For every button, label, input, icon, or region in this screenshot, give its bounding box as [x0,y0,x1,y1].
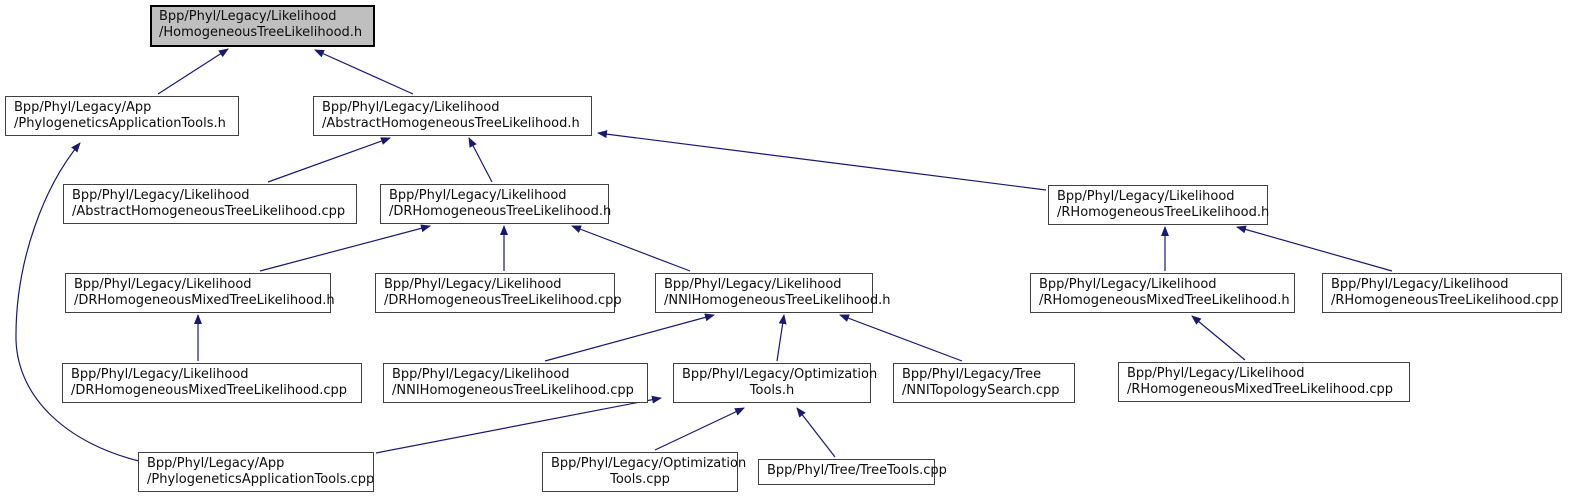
node-label-line1: Bpp/Phyl/Legacy/Likelihood [1331,277,1509,292]
node-label-line2: /PhylogeneticsApplicationTools.cpp [147,472,375,487]
node-label-line2: Tools.h [749,383,795,398]
node-r-homogeneous-mixed-tree-likelihood-cpp[interactable]: Bpp/Phyl/Legacy/Likelihood/RHomogeneousM… [1118,362,1410,402]
node-nni-topology-search-cpp[interactable]: Bpp/Phyl/Legacy/Tree/NNITopologySearch.c… [893,363,1075,403]
node-r-homogeneous-tree-likelihood-cpp[interactable]: Bpp/Phyl/Legacy/Likelihood/RHomogeneousT… [1322,273,1562,313]
node-phylogenetics-application-tools-cpp[interactable]: Bpp/Phyl/Legacy/App/PhylogeneticsApplica… [138,452,374,492]
node-phylogenetics-application-tools-h[interactable]: Bpp/Phyl/Legacy/App/PhylogeneticsApplica… [5,96,239,136]
node-label-line1: Bpp/Phyl/Legacy/Optimization [551,456,747,471]
node-label-line2: /DRHomogeneousTreeLikelihood.h [389,204,612,219]
node-label-line2: /NNIHomogeneousTreeLikelihood.cpp [392,383,634,398]
node-label-line1: Bpp/Phyl/Legacy/App [147,456,285,471]
node-label-line2: /RHomogeneousTreeLikelihood.cpp [1331,293,1559,308]
node-label-line2: /NNIHomogeneousTreeLikelihood.h [664,293,891,308]
node-dr-homogeneous-mixed-tree-likelihood-h[interactable]: Bpp/Phyl/Legacy/Likelihood/DRHomogeneous… [65,273,335,313]
node-label-line1: Bpp/Phyl/Legacy/Likelihood [71,367,249,382]
node-label-line1: Bpp/Phyl/Legacy/Likelihood [159,9,337,24]
edge-arrow-phylogenetics-application-tools-h-to-homogeneous-tree-likelihood-h [157,48,229,95]
edge-arrow-optimization-tools-cpp-to-optimization-tools-h [654,407,745,451]
node-label-line2: /RHomogeneousTreeLikelihood.h [1057,205,1270,220]
node-label-line1: Bpp/Phyl/Legacy/Likelihood [664,277,842,292]
node-r-homogeneous-mixed-tree-likelihood-h[interactable]: Bpp/Phyl/Legacy/Likelihood/RHomogeneousM… [1030,273,1295,313]
node-label-line1: Bpp/Phyl/Legacy/Likelihood [1127,366,1305,381]
node-label-line2: /DRHomogeneousMixedTreeLikelihood.h [74,293,335,308]
edge-arrow-r-homogeneous-tree-likelihood-h-to-abstract-homogeneous-tree-likelihood-h [597,130,1047,191]
node-label-line1: Bpp/Phyl/Legacy/Optimization [682,367,878,382]
node-nni-homogeneous-tree-likelihood-h[interactable]: Bpp/Phyl/Legacy/Likelihood/NNIHomogeneou… [655,273,891,313]
node-label-line1: Bpp/Phyl/Legacy/Likelihood [384,277,562,292]
node-label-line2: /DRHomogeneousTreeLikelihood.cpp [384,293,622,308]
node-abstract-homogeneous-tree-likelihood-h[interactable]: Bpp/Phyl/Legacy/Likelihood/AbstractHomog… [313,96,592,136]
node-label-line2: /HomogeneousTreeLikelihood.h [159,25,363,40]
node-label-line1: Bpp/Phyl/Legacy/Likelihood [389,188,567,203]
node-label-line2: /AbstractHomogeneousTreeLikelihood.h [322,116,580,131]
node-label-line1: Bpp/Phyl/Legacy/Likelihood [322,100,500,115]
node-label-line1: Bpp/Phyl/Legacy/Tree [902,367,1042,382]
edge-arrow-nni-homogeneous-tree-likelihood-cpp-to-nni-homogeneous-tree-likelihood-h [544,313,715,362]
node-homogeneous-tree-likelihood-h[interactable]: Bpp/Phyl/Legacy/Likelihood/HomogeneousTr… [150,5,375,47]
node-label-line1: Bpp/Phyl/Legacy/Likelihood [1039,277,1217,292]
node-abstract-homogeneous-tree-likelihood-cpp[interactable]: Bpp/Phyl/Legacy/Likelihood/AbstractHomog… [63,184,357,224]
node-label-line2: /RHomogeneousMixedTreeLikelihood.cpp [1127,382,1393,397]
node-dr-homogeneous-tree-likelihood-cpp[interactable]: Bpp/Phyl/Legacy/Likelihood/DRHomogeneous… [375,273,622,313]
node-dr-homogeneous-tree-likelihood-h[interactable]: Bpp/Phyl/Legacy/Likelihood/DRHomogeneous… [380,184,612,224]
node-label-line1: Bpp/Phyl/Legacy/Likelihood [392,367,570,382]
node-label-line2: /RHomogeneousMixedTreeLikelihood.h [1039,293,1290,308]
node-label-line2: /DRHomogeneousMixedTreeLikelihood.cpp [71,383,348,398]
node-label-line2: /PhylogeneticsApplicationTools.h [14,116,226,131]
node-label-line2: Tools.cpp [610,472,670,487]
node-tree-tools-cpp[interactable]: Bpp/Phyl/Tree/TreeTools.cpp [758,459,947,485]
edge-arrow-dr-homogeneous-tree-likelihood-h-to-abstract-homogeneous-tree-likelihood-h [468,137,493,183]
edge-arrow-phylogenetics-application-tools-cpp-to-optimization-tools-h [375,395,662,454]
node-label-line1: Bpp/Phyl/Legacy/Likelihood [74,277,252,292]
node-label-line1: Bpp/Phyl/Legacy/Likelihood [72,188,250,203]
edge-arrow-tree-tools-cpp-to-optimization-tools-h [796,407,836,458]
node-dr-homogeneous-mixed-tree-likelihood-cpp[interactable]: Bpp/Phyl/Legacy/Likelihood/DRHomogeneous… [62,363,362,403]
edge-arrow-r-homogeneous-tree-likelihood-cpp-to-r-homogeneous-tree-likelihood-h [1236,225,1393,272]
node-label-line1: Bpp/Phyl/Legacy/Likelihood [1057,189,1235,204]
edge-arrow-optimization-tools-h-to-nni-homogeneous-tree-likelihood-h [776,314,787,362]
edge-arrow-nni-topology-search-cpp-to-nni-homogeneous-tree-likelihood-h [839,314,963,362]
edge-arrow-nni-homogeneous-tree-likelihood-h-to-dr-homogeneous-tree-likelihood-h [571,225,691,272]
edge-arrow-dr-homogeneous-mixed-tree-likelihood-h-to-dr-homogeneous-tree-likelihood-h [259,224,431,272]
node-label-line2: /AbstractHomogeneousTreeLikelihood.cpp [72,204,346,219]
edge-arrow-abstract-homogeneous-tree-likelihood-h-to-homogeneous-tree-likelihood-h [314,49,414,95]
node-label-line1: Bpp/Phyl/Legacy/App [14,100,152,115]
node-r-homogeneous-tree-likelihood-h[interactable]: Bpp/Phyl/Legacy/Likelihood/RHomogeneousT… [1048,185,1270,225]
edge-arrow-r-homogeneous-mixed-tree-likelihood-cpp-to-r-homogeneous-mixed-tree-likelihood-h [1191,315,1246,361]
node-label-line1: Bpp/Phyl/Tree/TreeTools.cpp [767,463,947,478]
node-nni-homogeneous-tree-likelihood-cpp[interactable]: Bpp/Phyl/Legacy/Likelihood/NNIHomogeneou… [383,363,648,403]
edge-arrow-phylogenetics-application-tools-cpp-to-phylogenetics-application-tools-h [15,142,140,462]
edge-arrow-abstract-homogeneous-tree-likelihood-cpp-to-abstract-homogeneous-tree-likelihood-h [267,137,391,183]
node-label-line2: /NNITopologySearch.cpp [902,383,1060,398]
